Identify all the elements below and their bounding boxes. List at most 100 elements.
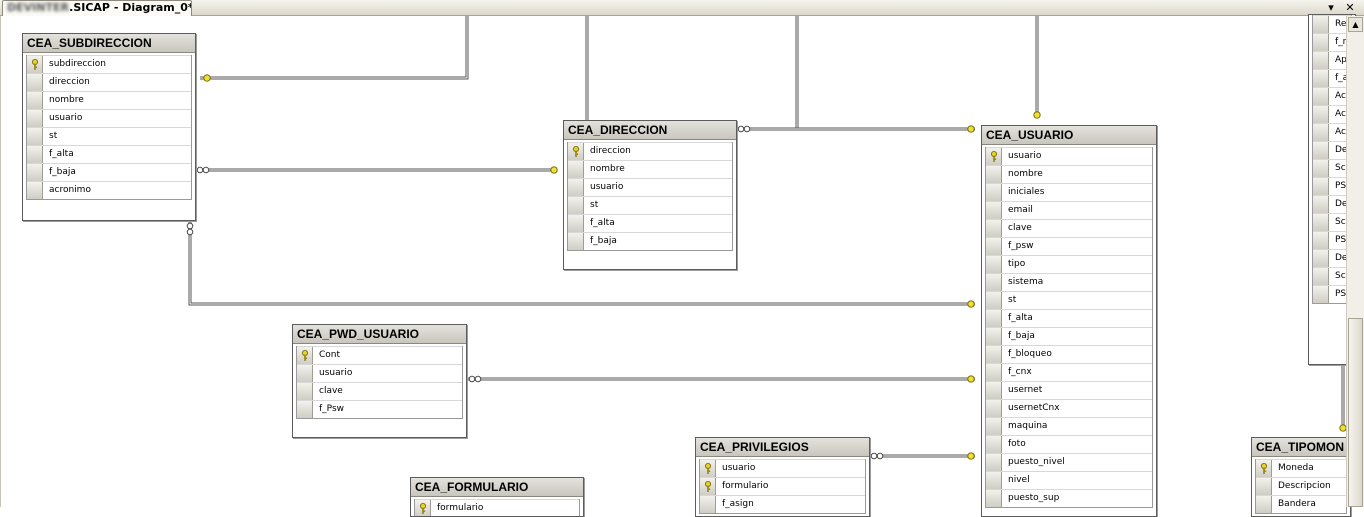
row-selector[interactable]	[986, 148, 1002, 165]
row-selector[interactable]	[986, 346, 1002, 363]
table-row[interactable]: tipo	[986, 255, 1152, 273]
diagram-tab[interactable]: DEVINTER.SICAP - Diagram_0*	[2, 0, 192, 16]
table-row[interactable]: nivel	[986, 471, 1152, 489]
row-selector[interactable]	[1313, 16, 1329, 33]
row-selector[interactable]	[27, 110, 43, 127]
row-selector[interactable]	[568, 143, 584, 160]
row-selector[interactable]	[986, 202, 1002, 219]
row-selector[interactable]	[27, 56, 43, 73]
table-row[interactable]: Sc	[1313, 267, 1351, 285]
table-row[interactable]: usernetCnx	[986, 399, 1152, 417]
table-title[interactable]: CEA_DIRECCION	[564, 121, 736, 140]
table-cea-formulario[interactable]: CEA_FORMULARIO formulario	[410, 477, 584, 517]
row-selector[interactable]	[27, 164, 43, 181]
table-row[interactable]: sistema	[986, 273, 1152, 291]
table-row[interactable]: Ac	[1313, 123, 1351, 141]
row-selector[interactable]	[297, 401, 313, 418]
table-row[interactable]: f_alta	[986, 309, 1152, 327]
row-selector[interactable]	[568, 233, 584, 250]
row-selector[interactable]	[297, 365, 313, 382]
row-selector[interactable]	[27, 74, 43, 91]
table-row[interactable]: direccion	[27, 73, 191, 91]
table-row[interactable]: f_alta	[568, 214, 732, 232]
table-row[interactable]: puesto_nivel	[986, 453, 1152, 471]
row-selector[interactable]	[1313, 196, 1329, 213]
row-selector[interactable]	[986, 490, 1002, 507]
table-row[interactable]: Re	[1313, 15, 1351, 33]
table-row[interactable]: acronimo	[27, 181, 191, 199]
row-selector[interactable]	[700, 478, 716, 495]
table-row[interactable]: f_psw	[986, 237, 1152, 255]
table-row[interactable]: Moneda	[1256, 459, 1346, 477]
table-row[interactable]: Ap	[1313, 51, 1351, 69]
table-row[interactable]: st	[986, 291, 1152, 309]
row-selector[interactable]	[986, 472, 1002, 489]
table-row[interactable]: usernet	[986, 381, 1152, 399]
table-title[interactable]: CEA_USUARIO	[982, 126, 1156, 145]
table-title[interactable]: CEA_FORMULARIO	[411, 478, 583, 497]
table-row[interactable]: usuario	[568, 178, 732, 196]
table-row[interactable]: Ac	[1313, 105, 1351, 123]
table-row[interactable]: f_baja	[568, 232, 732, 250]
row-selector[interactable]	[297, 347, 313, 364]
table-row[interactable]: usuario	[27, 109, 191, 127]
table-title[interactable]: CEA_SUBDIRECCION	[23, 34, 195, 53]
table-row[interactable]: email	[986, 201, 1152, 219]
table-row[interactable]: subdireccion	[27, 55, 191, 73]
row-selector[interactable]	[27, 182, 43, 199]
table-row[interactable]: formulario	[415, 499, 579, 516]
row-selector[interactable]	[1313, 232, 1329, 249]
table-row[interactable]: direccion	[568, 142, 732, 160]
row-selector[interactable]	[700, 460, 716, 477]
row-selector[interactable]	[700, 496, 716, 513]
table-row[interactable]: Bandera	[1256, 495, 1346, 513]
table-row[interactable]: iniciales	[986, 183, 1152, 201]
row-selector[interactable]	[415, 500, 431, 516]
table-row[interactable]: Cont	[297, 346, 462, 364]
row-selector[interactable]	[297, 383, 313, 400]
row-selector[interactable]	[986, 166, 1002, 183]
row-selector[interactable]	[986, 256, 1002, 273]
row-selector[interactable]	[986, 400, 1002, 417]
table-title[interactable]: CEA_TIPOMON	[1252, 438, 1350, 457]
table-row[interactable]: De	[1313, 249, 1351, 267]
table-row[interactable]: PS	[1313, 177, 1351, 195]
row-selector[interactable]	[1313, 286, 1329, 303]
row-selector[interactable]	[1256, 460, 1272, 477]
table-row[interactable]: foto	[986, 435, 1152, 453]
row-selector[interactable]	[986, 454, 1002, 471]
table-row[interactable]: f_alta	[27, 145, 191, 163]
row-selector[interactable]	[1256, 496, 1272, 513]
row-selector[interactable]	[1313, 106, 1329, 123]
row-selector[interactable]	[1313, 142, 1329, 159]
row-selector[interactable]	[1313, 268, 1329, 285]
table-row[interactable]: usuario	[700, 459, 865, 477]
table-row[interactable]: nombre	[27, 91, 191, 109]
row-selector[interactable]	[27, 146, 43, 163]
table-row[interactable]: formulario	[700, 477, 865, 495]
vertical-scrollbar[interactable]: ▲	[1346, 16, 1364, 507]
row-selector[interactable]	[1313, 250, 1329, 267]
table-row[interactable]: maquina	[986, 417, 1152, 435]
table-row[interactable]: usuario	[297, 364, 462, 382]
table-row[interactable]: PS	[1313, 231, 1351, 249]
table-row[interactable]: f_asign	[700, 495, 865, 513]
row-selector[interactable]	[986, 364, 1002, 381]
table-row[interactable]: nombre	[986, 165, 1152, 183]
row-selector[interactable]	[568, 197, 584, 214]
table-row[interactable]: f_cnx	[986, 363, 1152, 381]
table-row[interactable]: f_Psw	[297, 400, 462, 418]
table-row[interactable]: f_baja	[986, 327, 1152, 345]
table-row[interactable]: clave	[297, 382, 462, 400]
table-row[interactable]: PS	[1313, 285, 1351, 303]
row-selector[interactable]	[986, 292, 1002, 309]
table-title[interactable]: CEA_PWD_USUARIO	[293, 325, 466, 344]
row-selector[interactable]	[986, 418, 1002, 435]
table-row[interactable]: st	[27, 127, 191, 145]
